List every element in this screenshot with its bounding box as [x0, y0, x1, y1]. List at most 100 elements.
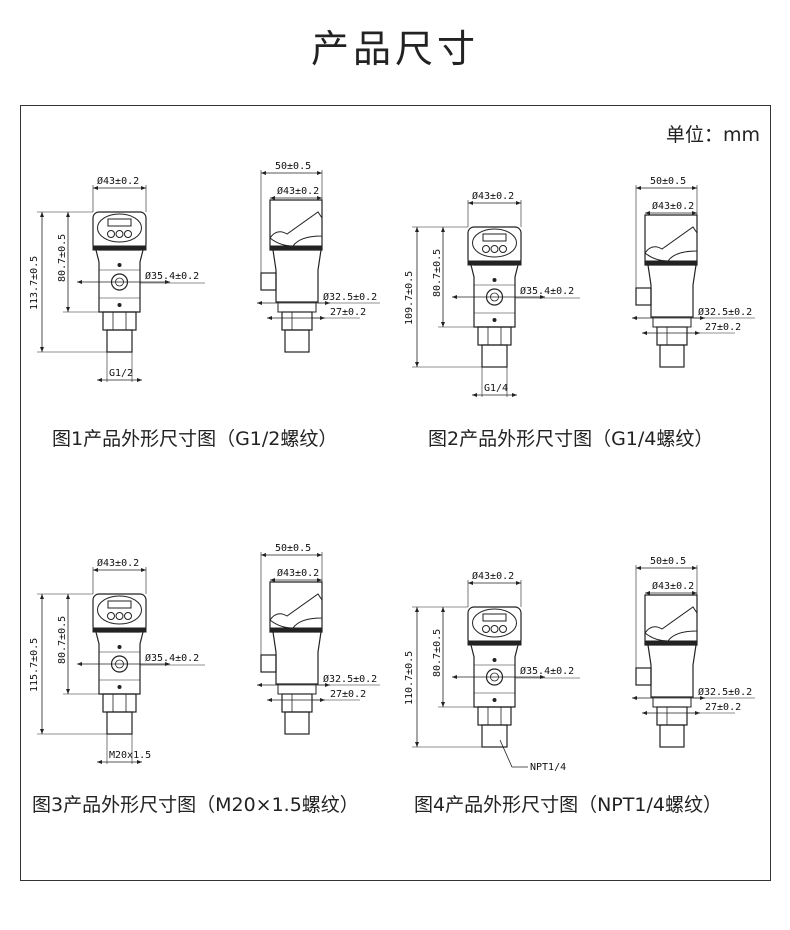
- sensor-body: [470, 264, 519, 328]
- hex-label: 27±0.2: [330, 307, 366, 318]
- head-dia-label: Ø43±0.2: [97, 175, 139, 187]
- display-bezel: [97, 595, 142, 625]
- display-visor: [269, 593, 323, 629]
- button-2: [115, 230, 124, 238]
- screw-dot: [117, 303, 122, 307]
- connector-dia-label: Ø35.4±0.2: [520, 665, 574, 677]
- side-thread: [284, 329, 310, 353]
- width-label: 50±0.5: [275, 543, 311, 554]
- side-head-band: [644, 260, 698, 266]
- unit-label: 单位：mm: [665, 124, 760, 146]
- display-visor: [644, 606, 698, 642]
- button-3: [499, 625, 507, 633]
- lcd-display: [107, 600, 132, 609]
- display-visor: [644, 226, 698, 262]
- lcd-display: [482, 233, 507, 242]
- button-2: [115, 612, 124, 620]
- side-head-band: [644, 640, 698, 646]
- button-1: [107, 612, 115, 620]
- hex-label: 27±0.2: [330, 689, 366, 700]
- display-visor: [269, 211, 323, 247]
- total-height-label: 113.7±0.5: [29, 256, 40, 310]
- side-hex: [281, 693, 313, 713]
- side-thread: [659, 724, 685, 748]
- side-connector: [635, 667, 652, 686]
- caption-figure-1: 图1产品外形尺寸图（G1/2螺纹）: [52, 428, 338, 450]
- button-3: [124, 612, 132, 620]
- thread-dim-arrows: [97, 760, 142, 764]
- thread: [106, 329, 133, 353]
- button-1: [107, 230, 115, 238]
- thread-label: NPT1/4: [530, 762, 566, 773]
- side-hex: [656, 706, 688, 726]
- collar-dia-label: Ø32.5±0.2: [323, 291, 377, 303]
- body-height-label: 80.7±0.5: [432, 249, 443, 297]
- hex-label: 27±0.2: [705, 322, 741, 333]
- caption-figure-2: 图2产品外形尺寸图（G1/4螺纹）: [428, 428, 714, 450]
- caption-figure-4: 图4产品外形尺寸图（NPT1/4螺纹）: [414, 794, 722, 816]
- head-dia-label: Ø43±0.2: [472, 190, 514, 202]
- button-2: [490, 245, 499, 253]
- side-head-dia-label: Ø43±0.2: [277, 567, 319, 579]
- hex-nut: [102, 693, 137, 713]
- thread-label: G1/2: [109, 368, 133, 379]
- side-collar: [652, 696, 692, 708]
- thread-leader: [499, 739, 528, 768]
- side-thread: [659, 344, 685, 368]
- sensor-body: [95, 249, 144, 313]
- hex-nut: [477, 706, 512, 726]
- collar-dia-label: Ø32.5±0.2: [323, 673, 377, 685]
- side-connector: [260, 272, 277, 291]
- screw-dot: [117, 685, 122, 689]
- button-3: [499, 245, 507, 253]
- side-collar: [277, 683, 317, 695]
- side-head-dia-label: Ø43±0.2: [652, 580, 694, 592]
- side-connector: [635, 287, 652, 306]
- hex-nut: [477, 326, 512, 346]
- side-body: [272, 631, 322, 685]
- head-dia-label: Ø43±0.2: [97, 557, 139, 569]
- hex-nut: [102, 311, 137, 331]
- body-height-label: 80.7±0.5: [57, 234, 68, 282]
- side-connector: [260, 654, 277, 673]
- head-band: [92, 627, 147, 633]
- screw-dot: [492, 698, 497, 702]
- side-collar: [277, 301, 317, 313]
- display-bezel: [472, 228, 517, 258]
- sensor-body: [95, 631, 144, 695]
- collar-dia-label: Ø32.5±0.2: [698, 686, 752, 698]
- connector-dia-label: Ø35.4±0.2: [520, 285, 574, 297]
- side-head-dia-label: Ø43±0.2: [277, 185, 319, 197]
- sensor-body: [470, 644, 519, 708]
- side-body: [272, 249, 322, 303]
- collar-dia-label: Ø32.5±0.2: [698, 306, 752, 318]
- display-bezel: [472, 608, 517, 638]
- side-thread: [284, 711, 310, 735]
- screw-dot: [117, 645, 122, 649]
- side-collar: [652, 316, 692, 328]
- thread: [106, 711, 133, 735]
- side-hex: [656, 326, 688, 346]
- side-head-band: [269, 627, 323, 633]
- button-2: [490, 625, 499, 633]
- side-head-band: [269, 245, 323, 251]
- head-dia-label: Ø43±0.2: [472, 570, 514, 582]
- screw-dot: [492, 318, 497, 322]
- thread-label: G1/4: [484, 383, 508, 394]
- head-band: [467, 640, 522, 646]
- drawing-frame: [20, 105, 771, 881]
- hex-label: 27±0.2: [705, 702, 741, 713]
- width-label: 50±0.5: [275, 161, 311, 172]
- head-band: [92, 245, 147, 251]
- thread: [481, 724, 508, 748]
- thread-dim-arrows: [97, 378, 142, 382]
- caption-figure-3: 图3产品外形尺寸图（M20×1.5螺纹）: [32, 794, 359, 816]
- thread-dim-arrows: [472, 393, 517, 397]
- body-height-label: 80.7±0.5: [57, 616, 68, 664]
- connector-dia-label: Ø35.4±0.2: [145, 652, 199, 664]
